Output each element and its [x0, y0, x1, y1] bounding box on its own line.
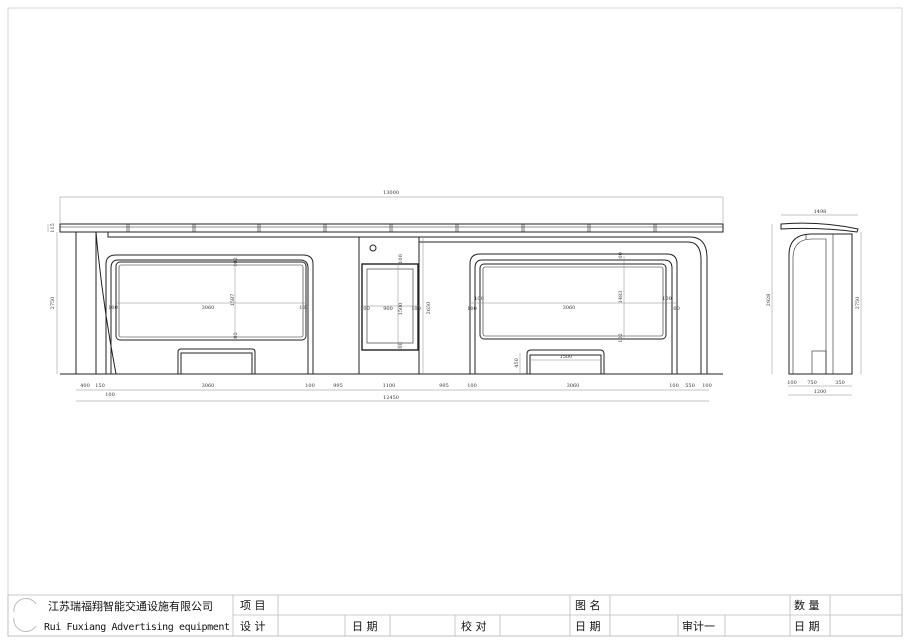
dim-roof-thickness: 115 [50, 223, 56, 233]
dim-bottom: 100 [467, 383, 477, 389]
dim-panel2-right2: 100 [670, 306, 680, 312]
dim-bottom: 550 [685, 383, 695, 389]
dim-side-bottom: 750 [807, 380, 817, 386]
dim-overall-base: 12450 [383, 395, 399, 401]
dim-panel1-top: 102 [233, 257, 239, 267]
dim-kiosk-bottom: 100 [398, 342, 404, 352]
label-project: 项 目 [240, 599, 266, 612]
dim-bench2-width: 1500 [560, 354, 573, 360]
kiosk-screen [361, 263, 419, 351]
front-elevation: 13000 12450 115 2750 2650 400 150 100 30… [47, 190, 724, 402]
label-check: 校 对 [461, 619, 487, 633]
dim-bottom: 3060 [202, 383, 215, 389]
dim-side-right-height: 2750 [855, 297, 861, 310]
dim-kiosk-right: 100 [411, 306, 421, 312]
roof [59, 223, 724, 233]
dim-side-bottom: 350 [835, 380, 845, 386]
left-support-curve [95, 231, 117, 375]
kiosk-button [369, 244, 377, 252]
dim-panel2-height: 1483 [618, 291, 624, 304]
dim-bottom: 100 [669, 383, 679, 389]
dim-kiosk-width: 900 [383, 306, 393, 312]
left-pillar [75, 231, 97, 375]
dim-panel2-right: 100 [662, 296, 672, 302]
dim-panel1-bottom: 102 [233, 332, 239, 342]
label-date-3: 日 期 [794, 620, 820, 633]
dim-left-height: 2750 [50, 297, 56, 310]
label-design: 设 计 [240, 620, 266, 633]
title-block: 江苏瑞福翔智能交通设施有限公司 Rui Fuxiang Advertising … [7, 594, 903, 637]
bottom-dimensions: 400 150 100 3060 100 995 1100 995 100 30… [80, 383, 712, 398]
dim-bottom: 100 [105, 392, 115, 398]
side-roof [780, 222, 859, 233]
dim-panel2-left: 100 [467, 306, 477, 312]
label-date-1: 日 期 [352, 620, 378, 633]
dim-bottom: 995 [439, 383, 449, 389]
ad-panel-1-frame [105, 254, 314, 375]
label-date-2: 日 期 [575, 620, 601, 633]
company-name-cn: 江苏瑞福翔智能交通设施有限公司 [48, 599, 213, 613]
company-logo [13, 598, 37, 632]
dim-bottom: 995 [333, 383, 343, 389]
dim-kiosk-height: 2650 [426, 302, 432, 315]
dim-kiosk-screen-height: 1500 [398, 303, 404, 316]
dim-overall-roof: 13000 [383, 190, 399, 196]
bench-2 [526, 349, 605, 374]
dim-panel1-width: 3060 [202, 305, 215, 311]
dim-panel2-width: 3060 [563, 305, 576, 311]
left-canopy-beam [96, 231, 363, 238]
dim-bottom: 1100 [383, 383, 396, 389]
dim-panel1-left: 100 [108, 305, 118, 311]
dim-kiosk-top: 100 [398, 254, 404, 264]
dim-bottom: 100 [305, 383, 315, 389]
dim-kiosk-left: 100 [360, 306, 370, 312]
dim-bottom: 150 [95, 383, 105, 389]
dim-side-total: 1200 [814, 389, 827, 395]
ad-panel-2 [479, 263, 667, 340]
roof-brackets [126, 223, 657, 233]
dim-bench2-height: 450 [514, 358, 520, 368]
label-drawing-name: 图 名 [575, 598, 601, 612]
dim-side-roof: 1498 [814, 209, 827, 215]
dim-bottom: 3060 [567, 383, 580, 389]
label-audit: 审计一 [682, 619, 715, 633]
label-quantity: 数 量 [794, 599, 820, 612]
dim-panel2-bottom: 102 [618, 333, 624, 343]
dim-side-left-height: 2928 [766, 294, 772, 307]
dim-panel2-left2: 100 [474, 296, 484, 302]
dim-panel1-right: 100 [299, 305, 309, 311]
ad-panel-2-frame [469, 253, 678, 375]
dim-side-bottom: 100 [787, 380, 797, 386]
side-elevation: 1498 2928 2750 100 750 350 1200 [766, 209, 862, 396]
ad-panel-1 [115, 261, 307, 341]
sheet-border [7, 7, 903, 637]
dim-panel1-height: 1587 [230, 294, 236, 307]
bench-1 [177, 348, 256, 374]
dim-panel2-top: 100 [618, 252, 624, 262]
company-name-en: Rui Fuxiang Advertising equipment [44, 622, 230, 633]
dim-bottom: 400 [80, 383, 90, 389]
side-box [811, 350, 827, 375]
dim-bottom: 100 [702, 383, 712, 389]
side-body [788, 233, 853, 375]
